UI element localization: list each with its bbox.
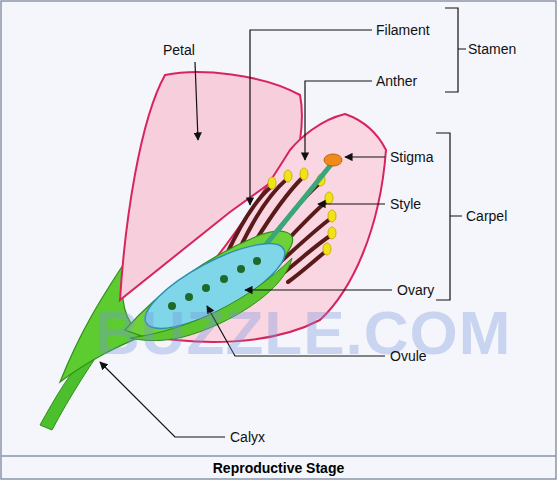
leader-line [305,81,372,160]
ovule [253,257,261,265]
part-label: Anther [376,72,417,90]
ovule [237,265,245,273]
bracket [445,8,466,92]
stigma [324,154,342,166]
part-label: Calyx [230,428,265,446]
part-label: Ovule [390,347,427,365]
anther [325,192,333,204]
leader-line [245,289,392,290]
leader-line [250,30,372,205]
leader-line [318,203,385,204]
anther [284,170,292,182]
anther [300,168,308,180]
ovule [202,284,210,292]
group-label: Carpel [466,207,507,225]
brackets [436,8,466,300]
leader-lines [100,30,392,437]
group-label: Stamen [468,40,516,58]
anther [328,210,336,222]
ovule [220,275,228,283]
anther [323,243,331,255]
leader-line [100,362,225,437]
part-label: Petal [163,41,195,59]
anther [328,227,336,239]
filament [288,252,325,282]
part-label: Ovary [397,281,434,299]
ovule [185,293,193,301]
caption: Reproductive Stage [2,459,555,477]
part-label: Stigma [390,148,434,166]
leader-line [345,156,385,157]
style [258,162,333,254]
caption-divider [1,455,556,457]
anther [268,177,276,189]
leader-line [195,62,198,140]
part-label: Filament [376,21,430,39]
part-label: Style [390,195,421,213]
bracket [436,133,462,300]
watermark: BUZZLE.COM [95,301,511,365]
